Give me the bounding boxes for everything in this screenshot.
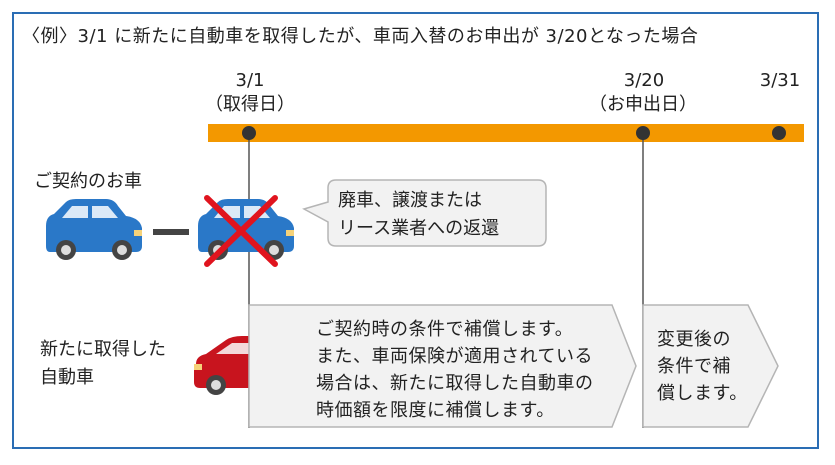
arrow-box-before bbox=[248, 304, 637, 428]
callout-bubble bbox=[302, 179, 547, 247]
dot-end bbox=[772, 126, 786, 140]
callout-text: 廃車、譲渡または リース業者への返還 bbox=[338, 187, 499, 243]
coverage-line: 償します。 bbox=[657, 383, 748, 404]
coverage-line: 条件で補 bbox=[657, 356, 731, 377]
date-request: 3/20 bbox=[610, 68, 678, 94]
coverage-line: 場合は、新たに取得した自動車の bbox=[316, 373, 594, 394]
coverage-line: 時価額を限度に補償します。 bbox=[316, 400, 555, 421]
date-label: 3/1 bbox=[235, 70, 265, 91]
dot-request bbox=[636, 126, 650, 140]
timeline-bar bbox=[208, 124, 804, 142]
callout-line: リース業者への返還 bbox=[338, 218, 500, 239]
date-end: 3/31 bbox=[750, 68, 810, 94]
coverage-line: また、車両保険が適用されている bbox=[316, 346, 593, 367]
coverage-line: ご契約時の条件で補償します。 bbox=[316, 319, 574, 340]
blue-car-icon bbox=[46, 199, 142, 260]
date-label: 3/20 bbox=[623, 70, 665, 91]
date-sublabel: （取得日） bbox=[205, 94, 295, 115]
connector-dash bbox=[153, 229, 189, 235]
date-label: 3/31 bbox=[759, 70, 801, 91]
cross-mark-icon bbox=[204, 195, 278, 267]
date-sublabel: （お申出日） bbox=[589, 94, 697, 115]
new-car-label-line: 新たに取得した bbox=[40, 339, 166, 360]
new-car-label: 新たに取得した 自動車 bbox=[40, 336, 166, 392]
coverage-line: 変更後の bbox=[657, 329, 731, 350]
dot-acquired bbox=[242, 126, 256, 140]
current-car-label: ご契約のお車 bbox=[34, 171, 142, 192]
date-acquired-sub: （取得日） bbox=[196, 92, 304, 118]
date-request-sub: （お申出日） bbox=[578, 92, 708, 118]
new-car-label-line: 自動車 bbox=[40, 367, 94, 388]
callout-line: 廃車、譲渡または bbox=[338, 190, 482, 211]
coverage-after-text: 変更後の 条件で補 償します。 bbox=[657, 326, 748, 407]
date-acquired: 3/1 bbox=[218, 68, 282, 94]
diagram-title: 〈例〉3/1 に新たに自動車を取得したが、車両入替のお申出が 3/20となった場… bbox=[22, 26, 699, 47]
coverage-before-text: ご契約時の条件で補償します。 また、車両保険が適用されている 場合は、新たに取得… bbox=[316, 316, 594, 424]
arrow-box-after bbox=[642, 304, 779, 428]
